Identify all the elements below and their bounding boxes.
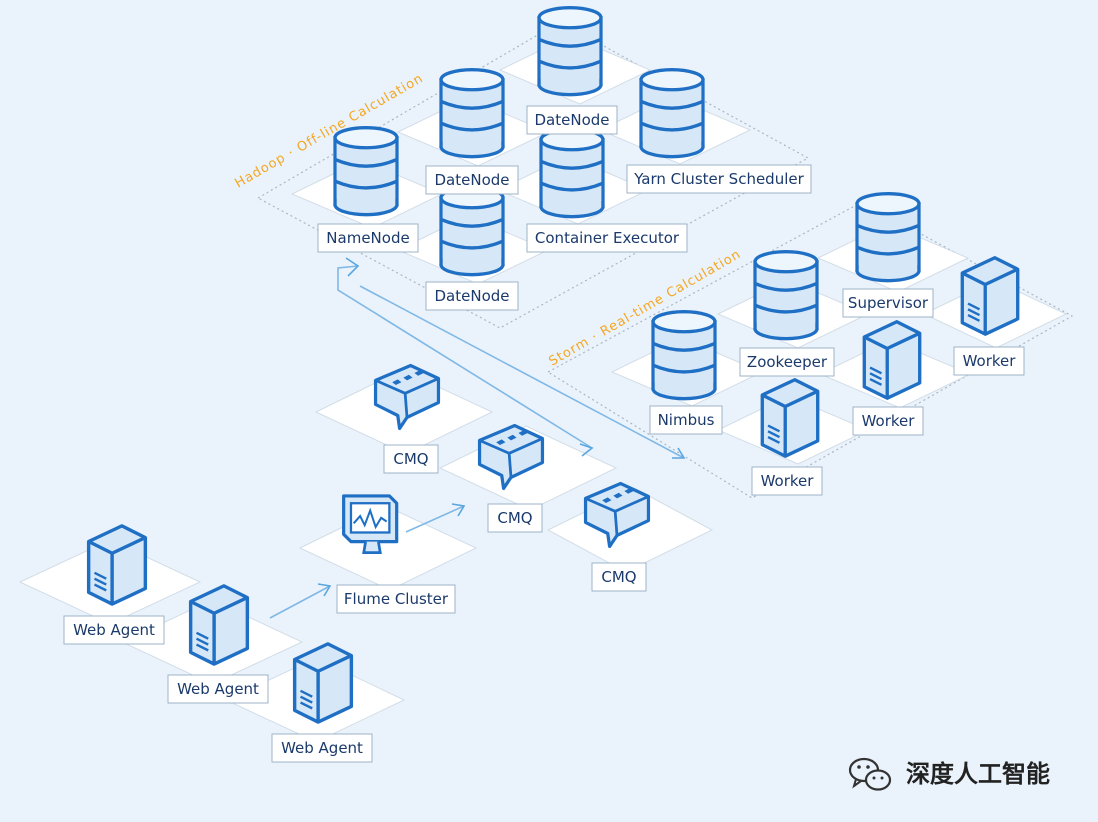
label-storm-nimbus: Nimbus: [649, 405, 723, 435]
label-hadoop-namenode: NameNode: [317, 223, 419, 253]
label-web-agent-1: Web Agent: [63, 615, 165, 645]
label-storm-worker-bottom: Worker: [751, 466, 823, 496]
label-web-agent-3: Web Agent: [271, 733, 373, 763]
watermark: 深度人工智能: [848, 757, 1050, 791]
label-web-agent-2: Web Agent: [167, 674, 269, 704]
server-icon: [862, 319, 922, 400]
svg-text:NameNode: NameNode: [326, 229, 409, 247]
label-hadoop-datenode-top: DateNode: [526, 105, 618, 135]
flow-cmq-to-storm: [359, 285, 685, 459]
label-hadoop-datenode-mid: DateNode: [425, 165, 519, 195]
svg-text:DateNode: DateNode: [535, 111, 610, 129]
svg-text:Supervisor: Supervisor: [848, 294, 929, 312]
label-storm-supervisor: Supervisor: [842, 288, 934, 318]
label-storm-zookeeper: Zookeeper: [739, 347, 835, 377]
database-icon: [439, 186, 505, 277]
label-hadoop-datenode-bottom: DateNode: [425, 281, 519, 311]
label-hadoop-yarn: Yarn Cluster Scheduler: [626, 164, 812, 194]
label-cmq-3: CMQ: [591, 562, 647, 592]
label-storm-worker-right: Worker: [953, 346, 1025, 376]
database-icon: [439, 68, 505, 159]
server-icon: [760, 377, 820, 458]
svg-text:Yarn Cluster Scheduler: Yarn Cluster Scheduler: [633, 170, 804, 188]
svg-text:DateNode: DateNode: [435, 171, 510, 189]
wechat-icon: [848, 757, 892, 791]
database-icon: [753, 250, 819, 341]
watermark-text: 深度人工智能: [906, 760, 1050, 788]
svg-text:Web Agent: Web Agent: [73, 621, 155, 639]
database-icon: [537, 6, 603, 97]
svg-text:CMQ: CMQ: [393, 450, 428, 468]
svg-text:CMQ: CMQ: [497, 509, 532, 527]
database-icon: [639, 68, 705, 159]
svg-text:Worker: Worker: [963, 352, 1017, 370]
flow-flume-to-cmq: [405, 505, 465, 533]
svg-text:DateNode: DateNode: [435, 287, 510, 305]
label-cmq-2: CMQ: [487, 503, 543, 533]
server-icon: [960, 255, 1020, 336]
server-icon: [86, 524, 148, 606]
svg-text:Container Executor: Container Executor: [535, 229, 680, 247]
label-cmq-1: CMQ: [383, 444, 439, 474]
server-icon: [292, 642, 354, 724]
database-icon: [651, 310, 717, 401]
label-storm-worker-mid: Worker: [852, 406, 924, 436]
label-hadoop-container: Container Executor: [526, 223, 688, 253]
server-icon: [188, 584, 250, 666]
database-icon: [539, 128, 605, 219]
svg-text:Worker: Worker: [761, 472, 815, 490]
flow-agent-to-flume: [269, 585, 331, 619]
svg-text:Flume Cluster: Flume Cluster: [344, 590, 449, 608]
flow-cmq-to-hadoop: [337, 265, 593, 449]
database-icon: [855, 192, 921, 283]
svg-text:Worker: Worker: [862, 412, 916, 430]
database-icon: [333, 126, 399, 217]
svg-text:Zookeeper: Zookeeper: [747, 353, 828, 371]
svg-text:CMQ: CMQ: [601, 568, 636, 586]
svg-text:Web Agent: Web Agent: [177, 680, 259, 698]
svg-text:Web Agent: Web Agent: [281, 739, 363, 757]
label-flume: Flume Cluster: [336, 584, 456, 614]
svg-text:Nimbus: Nimbus: [658, 411, 715, 429]
flow-arrows: [269, 257, 686, 619]
